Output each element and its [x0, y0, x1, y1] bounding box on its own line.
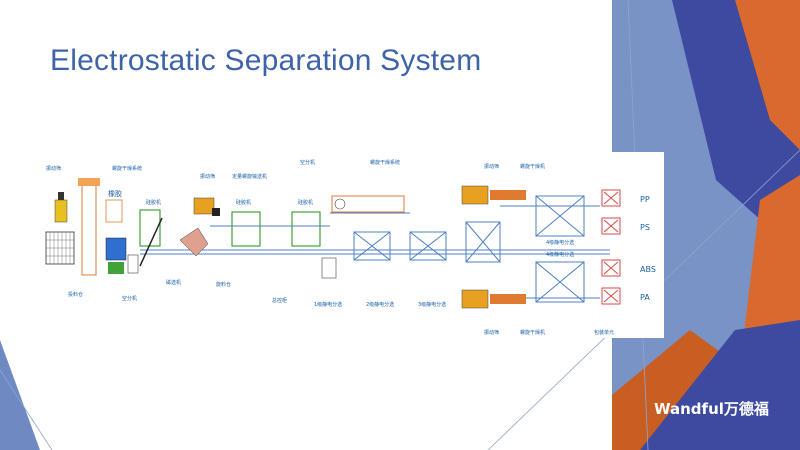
divider-line: [0, 369, 53, 450]
silicone-machine-3: [291, 211, 321, 247]
panel-left-edge: [0, 340, 40, 450]
screw-dryer-system-2: [331, 195, 405, 213]
conveyor-lines: [140, 205, 610, 299]
label-air-separator-2: 空分机: [300, 159, 315, 166]
packing-unit-boxes: [601, 189, 621, 305]
rubber-box: [105, 199, 123, 223]
hopper-grid-lines: [46, 232, 74, 264]
slide-title: Electrostatic Separation System: [50, 44, 482, 77]
label-screw-dryer-2: 螺旋干燥机: [520, 329, 545, 336]
label-vibrator-4: 振动筛: [484, 329, 499, 336]
output-label-ps: PS: [640, 223, 650, 232]
screw-dryer-top: [78, 178, 100, 186]
label-vibrator-1: 振动筛: [46, 165, 61, 172]
label-vibrator-2: 振动筛: [200, 173, 215, 180]
stage-2-unit: [409, 231, 447, 261]
feeding-bin: [179, 227, 209, 257]
label-vibrator-3: 振动筛: [484, 163, 499, 170]
output-box-abs: [601, 259, 621, 277]
vibrator-4-body: [461, 289, 489, 309]
label-silicone-2: 硅胶机: [236, 199, 251, 206]
silicone-machine-1: [139, 209, 161, 247]
stage-4b-unit: [535, 261, 585, 303]
stage-1-unit: [353, 231, 391, 261]
vibrator-2-body: [193, 197, 215, 215]
label-fixed-screw-conveyor: 定量螺旋输送机: [232, 173, 267, 180]
label-packing-unit: 包装单元: [594, 329, 614, 336]
label-silicone-3: 硅胶机: [298, 199, 313, 206]
label-air-separator-1: 空分机: [122, 295, 137, 302]
label-stage-3: 3级静电分选: [418, 301, 446, 308]
output-label-pa: PA: [640, 293, 650, 302]
output-box-pp: [601, 189, 621, 207]
output-label-abs: ABS: [640, 265, 656, 274]
label-stage-4a: 4级静电分选: [546, 239, 574, 246]
label-magnetic-separator: 磁选机: [166, 279, 181, 286]
stage-4a-unit: [535, 195, 585, 237]
air-separator-green: [108, 262, 124, 274]
panel-navy-bottom: [640, 320, 800, 450]
label-feeding-bin: 旋料仓: [216, 281, 231, 288]
label-stage-2: 2级静电分选: [366, 301, 394, 308]
label-silicone-1: 硅胶机: [146, 199, 161, 206]
label-screw-dryer-system-1: 螺旋干燥系统: [112, 165, 142, 172]
vibrator-yellow: [54, 199, 68, 223]
label-stage-1: 1级静电分选: [314, 301, 342, 308]
panel-orange-top: [735, 0, 800, 150]
label-screw-dryer-system-2: 螺旋干燥系统: [370, 159, 400, 166]
screw-dryer-machine-1: [490, 190, 526, 200]
stage-4-separators: [535, 195, 585, 303]
silicone-diagonal: [139, 217, 163, 267]
output-box-pa: [601, 287, 621, 305]
label-screw-dryer-1: 螺旋干燥机: [520, 163, 545, 170]
vibrator-3-body: [461, 185, 489, 205]
label-stage-4b: 4级静电分选: [546, 251, 574, 258]
stage-3-unit: [465, 221, 501, 263]
brand-logo-text: Wandful万德福: [654, 400, 769, 418]
magnetic-separator: [127, 254, 139, 274]
label-rubber: 橡胶: [108, 189, 122, 198]
electrostatic-stages: [353, 221, 501, 263]
diagram-background: [36, 152, 664, 338]
vibrator-motor: [58, 192, 64, 200]
vibrator-2-motor: [212, 208, 220, 216]
output-label-pp: PP: [640, 195, 650, 204]
label-main-cabinet: 总控柜: [272, 297, 287, 304]
air-separator-blue: [105, 237, 127, 261]
main-control-cabinet: [321, 257, 337, 279]
silicone-machine-2: [231, 211, 261, 247]
output-box-ps: [601, 217, 621, 235]
screw-dryer-fan: [334, 198, 346, 210]
screw-dryer-machine-2: [490, 294, 526, 304]
label-hopper: 投料仓: [68, 291, 83, 298]
